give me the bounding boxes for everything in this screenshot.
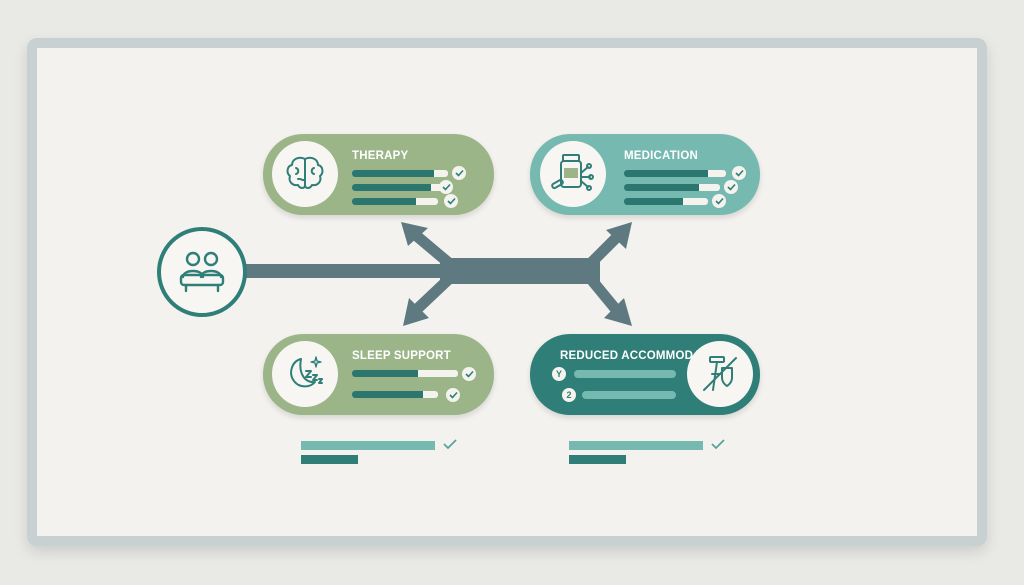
- sleep-bar-2-fill: [352, 391, 423, 398]
- sleep-support-card: SLEEP SUPPORT: [263, 334, 494, 415]
- arrow-shaft-therapy: [408, 227, 454, 269]
- medication-bar-3: [624, 198, 708, 205]
- medicine-bottle-icon: [551, 154, 594, 191]
- check-icon: [732, 166, 746, 180]
- therapy-icon-circle: [272, 141, 338, 207]
- therapy-bar-3-fill: [352, 198, 416, 205]
- legend-bar-light-right: [569, 441, 703, 450]
- step-badge-2: 2: [562, 388, 576, 402]
- connector-line: [246, 264, 446, 278]
- therapy-bar-1: [352, 170, 448, 177]
- sleep-icon-circle: [272, 341, 338, 407]
- legend-bar-light-left: [301, 441, 435, 450]
- arrow-head-therapy: [401, 222, 428, 246]
- legend-bar-dark-right: [569, 455, 626, 464]
- sleep-bar-1-fill: [352, 370, 418, 377]
- check-icon: [724, 180, 738, 194]
- legend-bar-dark-left: [301, 455, 358, 464]
- therapy-bar-1-fill: [352, 170, 434, 177]
- medication-bar-3-fill: [624, 198, 683, 205]
- check-icon: [711, 439, 725, 450]
- check-icon: [444, 194, 458, 208]
- check-icon: [446, 388, 460, 402]
- sleep-bar-1: [352, 370, 458, 377]
- medication-bar-1-fill: [624, 170, 708, 177]
- reduced-bar-2: [582, 391, 676, 399]
- check-icon: [452, 166, 466, 180]
- check-icon: [712, 194, 726, 208]
- arrow-shaft-sleep: [410, 274, 454, 316]
- therapy-bar-2: [352, 184, 448, 191]
- arrow-head-sleep: [403, 298, 429, 326]
- no-crutch-icon: [703, 356, 737, 391]
- arrow-shaft-medication: [586, 230, 624, 268]
- medication-icon-circle: [540, 141, 606, 207]
- arrow-shaft-reduced: [585, 274, 623, 316]
- check-icon: [439, 180, 453, 194]
- medication-bar-1: [624, 170, 726, 177]
- medication-card: MEDICATION: [530, 134, 760, 215]
- medication-bar-2-fill: [624, 184, 699, 191]
- couple-on-couch-icon: [179, 251, 225, 293]
- medication-bar-2: [624, 184, 720, 191]
- reduced-accommodation-card: REDUCED ACCOMMODATION Y 2: [530, 334, 760, 415]
- couple-node: [157, 227, 247, 317]
- sleep-title: SLEEP SUPPORT: [352, 350, 451, 362]
- reduced-title: REDUCED ACCOMMODATION: [560, 350, 730, 362]
- arrow-head-reduced: [604, 298, 632, 326]
- reduced-bar-1: [574, 370, 676, 378]
- sleep-bar-2: [352, 391, 438, 398]
- therapy-title: THERAPY: [352, 150, 409, 162]
- therapy-bar-3: [352, 198, 438, 205]
- check-icon: [462, 367, 476, 381]
- moon-sleep-icon: [290, 356, 323, 388]
- brain-icon: [286, 156, 324, 189]
- medication-title: MEDICATION: [624, 150, 698, 162]
- arrow-head-medication: [606, 222, 632, 249]
- reduced-icon-circle: [687, 341, 753, 407]
- connector-hub: [440, 258, 600, 284]
- check-icon: [443, 439, 457, 450]
- therapy-card: THERAPY: [263, 134, 494, 215]
- therapy-bar-2-fill: [352, 184, 431, 191]
- step-badge-1: Y: [552, 367, 566, 381]
